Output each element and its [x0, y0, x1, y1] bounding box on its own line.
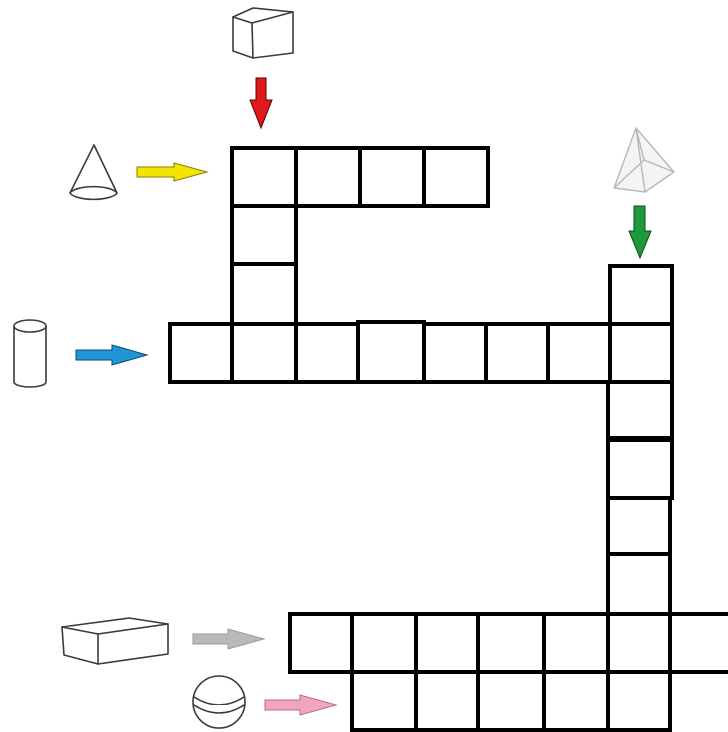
grid-cell[interactable] — [608, 498, 670, 554]
grid-cell[interactable] — [544, 672, 608, 730]
grid-cell[interactable] — [608, 614, 670, 672]
cone-icon — [70, 145, 117, 199]
grid-cell[interactable] — [352, 672, 416, 730]
grid-cell[interactable] — [670, 614, 728, 672]
grid-cell[interactable] — [608, 672, 670, 730]
grid-cell[interactable] — [358, 322, 424, 382]
grid-cell[interactable] — [296, 324, 358, 382]
grid-cell[interactable] — [478, 614, 544, 672]
cylinder-icon — [14, 320, 46, 387]
arrow-right-icon — [137, 163, 207, 181]
grid-cell[interactable] — [416, 614, 478, 672]
rectangular-prism-icon — [62, 618, 168, 664]
grid-cell[interactable] — [360, 148, 424, 206]
grid-cell[interactable] — [232, 324, 296, 382]
cube-icon — [233, 8, 293, 58]
arrow-right-icon — [76, 345, 147, 365]
grid-cell[interactable] — [608, 554, 670, 614]
arrow-down-icon — [629, 206, 651, 258]
grid-cell[interactable] — [290, 614, 352, 672]
grid-cell[interactable] — [608, 440, 672, 498]
arrow-right-icon — [265, 695, 336, 715]
grid-cell[interactable] — [296, 148, 360, 206]
grid-cell[interactable] — [608, 382, 672, 438]
grid-cell[interactable] — [424, 148, 488, 206]
grid-cell[interactable] — [232, 148, 296, 206]
grid-cell[interactable] — [544, 614, 608, 672]
arrow-right-icon — [193, 629, 264, 649]
grid-cell[interactable] — [610, 324, 672, 382]
grid-cell[interactable] — [424, 324, 486, 382]
grid-cell[interactable] — [232, 206, 296, 264]
grid-cell[interactable] — [352, 614, 416, 672]
arrow-down-icon — [250, 78, 272, 128]
grid-cell[interactable] — [548, 324, 610, 382]
grid-cell[interactable] — [610, 266, 672, 324]
sphere-icon — [193, 676, 245, 728]
grid-cell[interactable] — [486, 324, 548, 382]
grid-cell[interactable] — [232, 264, 296, 324]
grid-cell[interactable] — [478, 672, 544, 730]
grid-cell[interactable] — [170, 324, 232, 382]
grid-cell[interactable] — [416, 672, 478, 730]
pyramid-icon — [614, 128, 674, 192]
